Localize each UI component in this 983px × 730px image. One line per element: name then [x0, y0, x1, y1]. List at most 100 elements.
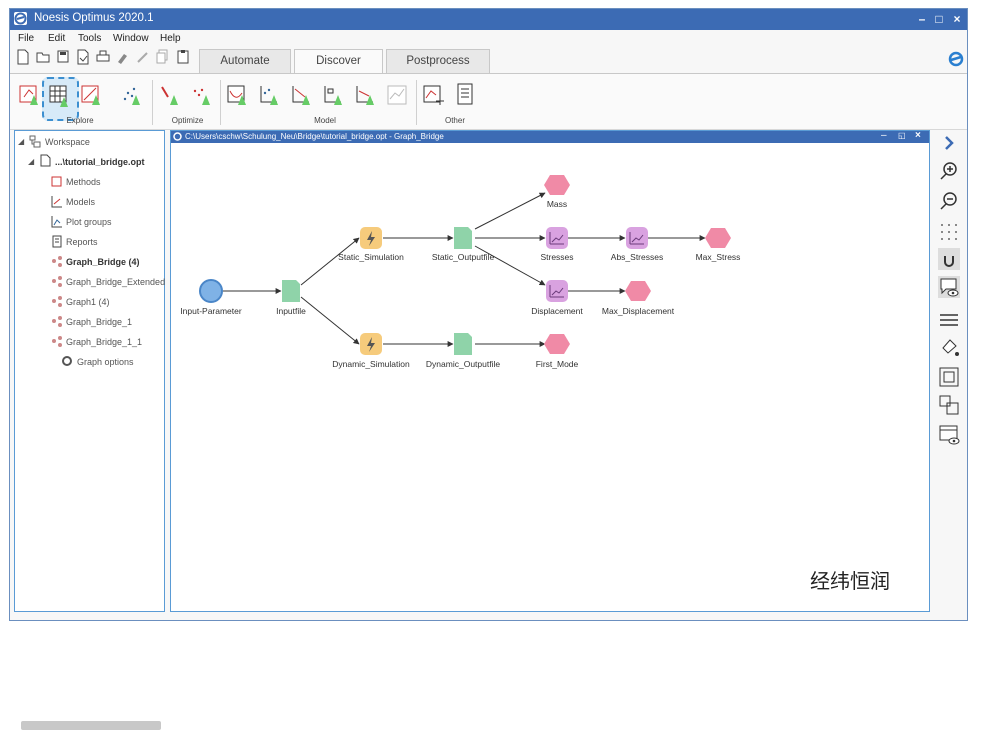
max-displacement-node[interactable]	[625, 281, 651, 301]
design-icon[interactable]	[80, 81, 106, 109]
node-label-input: Input-Parameter	[180, 306, 242, 316]
optimize-icon[interactable]	[158, 81, 184, 109]
app-logo-icon	[173, 132, 182, 141]
mass-node[interactable]	[544, 175, 570, 195]
send-back-icon[interactable]	[938, 394, 960, 416]
comment-view-icon[interactable]	[938, 276, 960, 298]
graph-restore-button[interactable]: ◱	[898, 131, 906, 140]
tree-graph-options[interactable]: Graph options	[77, 357, 134, 367]
ribbon: Explore Optimize Model Other	[10, 73, 967, 130]
table-icon	[49, 85, 68, 107]
menu-help[interactable]: Help	[160, 33, 181, 44]
first-mode-node[interactable]	[544, 334, 570, 354]
tree-item-methods[interactable]: Methods	[66, 177, 101, 187]
model-compare-icon[interactable]	[322, 81, 348, 109]
tree-project[interactable]: ...\tutorial_bridge.opt	[55, 157, 145, 167]
group-label-optimize: Optimize	[171, 116, 204, 125]
explore-selected-button[interactable]	[42, 77, 79, 121]
stat-chart-icon	[549, 232, 564, 245]
zoom-in-icon[interactable]	[938, 160, 960, 182]
paint-bucket-icon[interactable]	[938, 336, 960, 358]
tab-discover[interactable]: Discover	[294, 49, 383, 75]
open-folder-icon[interactable]	[36, 49, 50, 65]
tab-postprocess[interactable]: Postprocess	[386, 49, 490, 74]
inputfile-node[interactable]	[282, 280, 300, 302]
tree-graph-item[interactable]: Graph_Bridge_1	[66, 317, 133, 327]
graph-options-icon	[62, 356, 72, 366]
add-plot-icon[interactable]	[422, 81, 448, 109]
collapse-toggle-icon[interactable]: ◢	[18, 137, 25, 146]
graph-editor-title: C:\Users\cschw\Schulung_Neu\Bridge\tutor…	[185, 132, 444, 141]
graph-edges	[223, 192, 706, 347]
stresses-node[interactable]	[546, 227, 568, 249]
window-title: Noesis Optimus 2020.1	[34, 12, 154, 24]
node-label-max-displacement: Max_Displacement	[601, 306, 675, 316]
brand-logo-icon	[948, 51, 964, 67]
static-outputfile-node[interactable]	[454, 227, 472, 249]
tree-item-models[interactable]: Models	[66, 197, 96, 207]
zoom-out-icon[interactable]	[938, 190, 960, 212]
menu-tools[interactable]: Tools	[78, 33, 102, 44]
menu-file[interactable]: File	[18, 33, 35, 44]
model-icon[interactable]	[226, 81, 252, 109]
tree-graph-item[interactable]: Graph1 (4)	[66, 297, 110, 307]
report-icon[interactable]	[454, 81, 480, 109]
node-label-stresses: Stresses	[540, 252, 574, 262]
node-label-dynamic-out: Dynamic_Outputfile	[425, 359, 501, 369]
lightning-icon	[367, 231, 375, 246]
snap-magnet-icon[interactable]	[938, 248, 960, 270]
paste-icon[interactable]	[176, 49, 190, 65]
doe-icon[interactable]	[18, 81, 44, 109]
menu-lines-icon[interactable]	[938, 308, 960, 330]
tree-item-plot-groups[interactable]: Plot groups	[66, 217, 112, 227]
graph-editor-titlebar: C:\Users\cschw\Schulung_Neu\Bridge\tutor…	[171, 130, 929, 143]
graph-close-button[interactable]: ×	[915, 130, 921, 141]
brush-icon[interactable]	[116, 49, 130, 65]
tree-horizontal-scrollbar[interactable]	[21, 721, 161, 730]
max-stress-node[interactable]	[705, 228, 731, 248]
tree-graph-item[interactable]: Graph_Bridge_Extended	[66, 277, 166, 287]
model-fit-icon[interactable]	[290, 81, 316, 109]
tree-graph-item[interactable]: Graph_Bridge_1_1	[66, 337, 143, 347]
bring-front-icon[interactable]	[938, 366, 960, 388]
model-scatter-icon[interactable]	[258, 81, 284, 109]
wand-icon[interactable]	[136, 49, 150, 65]
tab-automate[interactable]: Automate	[199, 49, 291, 74]
panel-view-icon[interactable]	[938, 424, 960, 446]
optimize-scatter-icon[interactable]	[190, 81, 216, 109]
scatter-icon[interactable]	[120, 81, 146, 109]
tree-item-reports[interactable]: Reports	[66, 237, 98, 247]
model-disabled-icon	[387, 85, 407, 105]
tree-root[interactable]: Workspace	[45, 137, 90, 147]
project-file-icon	[40, 154, 51, 167]
save-icon[interactable]	[56, 49, 70, 65]
graph-icon	[52, 296, 62, 307]
input-parameter-node[interactable]	[199, 279, 223, 303]
reports-icon	[52, 235, 62, 248]
dynamic-outputfile-node[interactable]	[454, 333, 472, 355]
copy-icon[interactable]	[156, 49, 170, 65]
menu-edit[interactable]: Edit	[48, 33, 66, 44]
menu-window[interactable]: Window	[113, 33, 149, 44]
app-window: Noesis Optimus 2020.1 – □ × File Edit To…	[9, 8, 968, 730]
group-label-explore: Explore	[66, 116, 94, 125]
node-label-max-stress: Max_Stress	[695, 252, 741, 262]
new-file-icon[interactable]	[16, 49, 30, 65]
grid-icon[interactable]	[938, 220, 960, 242]
model-trend-icon[interactable]	[354, 81, 380, 109]
close-button[interactable]: ×	[953, 12, 961, 26]
graph-editor-pane: C:\Users\cschw\Schulung_Neu\Bridge\tutor…	[170, 130, 930, 612]
collapse-toggle-icon[interactable]: ◢	[28, 157, 35, 166]
minimize-button[interactable]: –	[918, 12, 926, 26]
graph-minimize-button[interactable]: –	[881, 130, 887, 141]
maximize-button[interactable]: □	[935, 12, 943, 26]
save-as-icon[interactable]	[76, 49, 90, 65]
node-label-inputfile: Inputfile	[276, 306, 306, 316]
print-icon[interactable]	[96, 49, 110, 65]
chevron-right-icon[interactable]	[938, 132, 960, 154]
tree-graph-item[interactable]: Graph_Bridge (4)	[66, 257, 140, 267]
menu-bar: File Edit Tools Window Help	[10, 31, 967, 47]
app-logo-icon	[14, 12, 27, 25]
abs-stresses-node[interactable]	[626, 227, 648, 249]
displacement-node[interactable]	[546, 280, 568, 302]
